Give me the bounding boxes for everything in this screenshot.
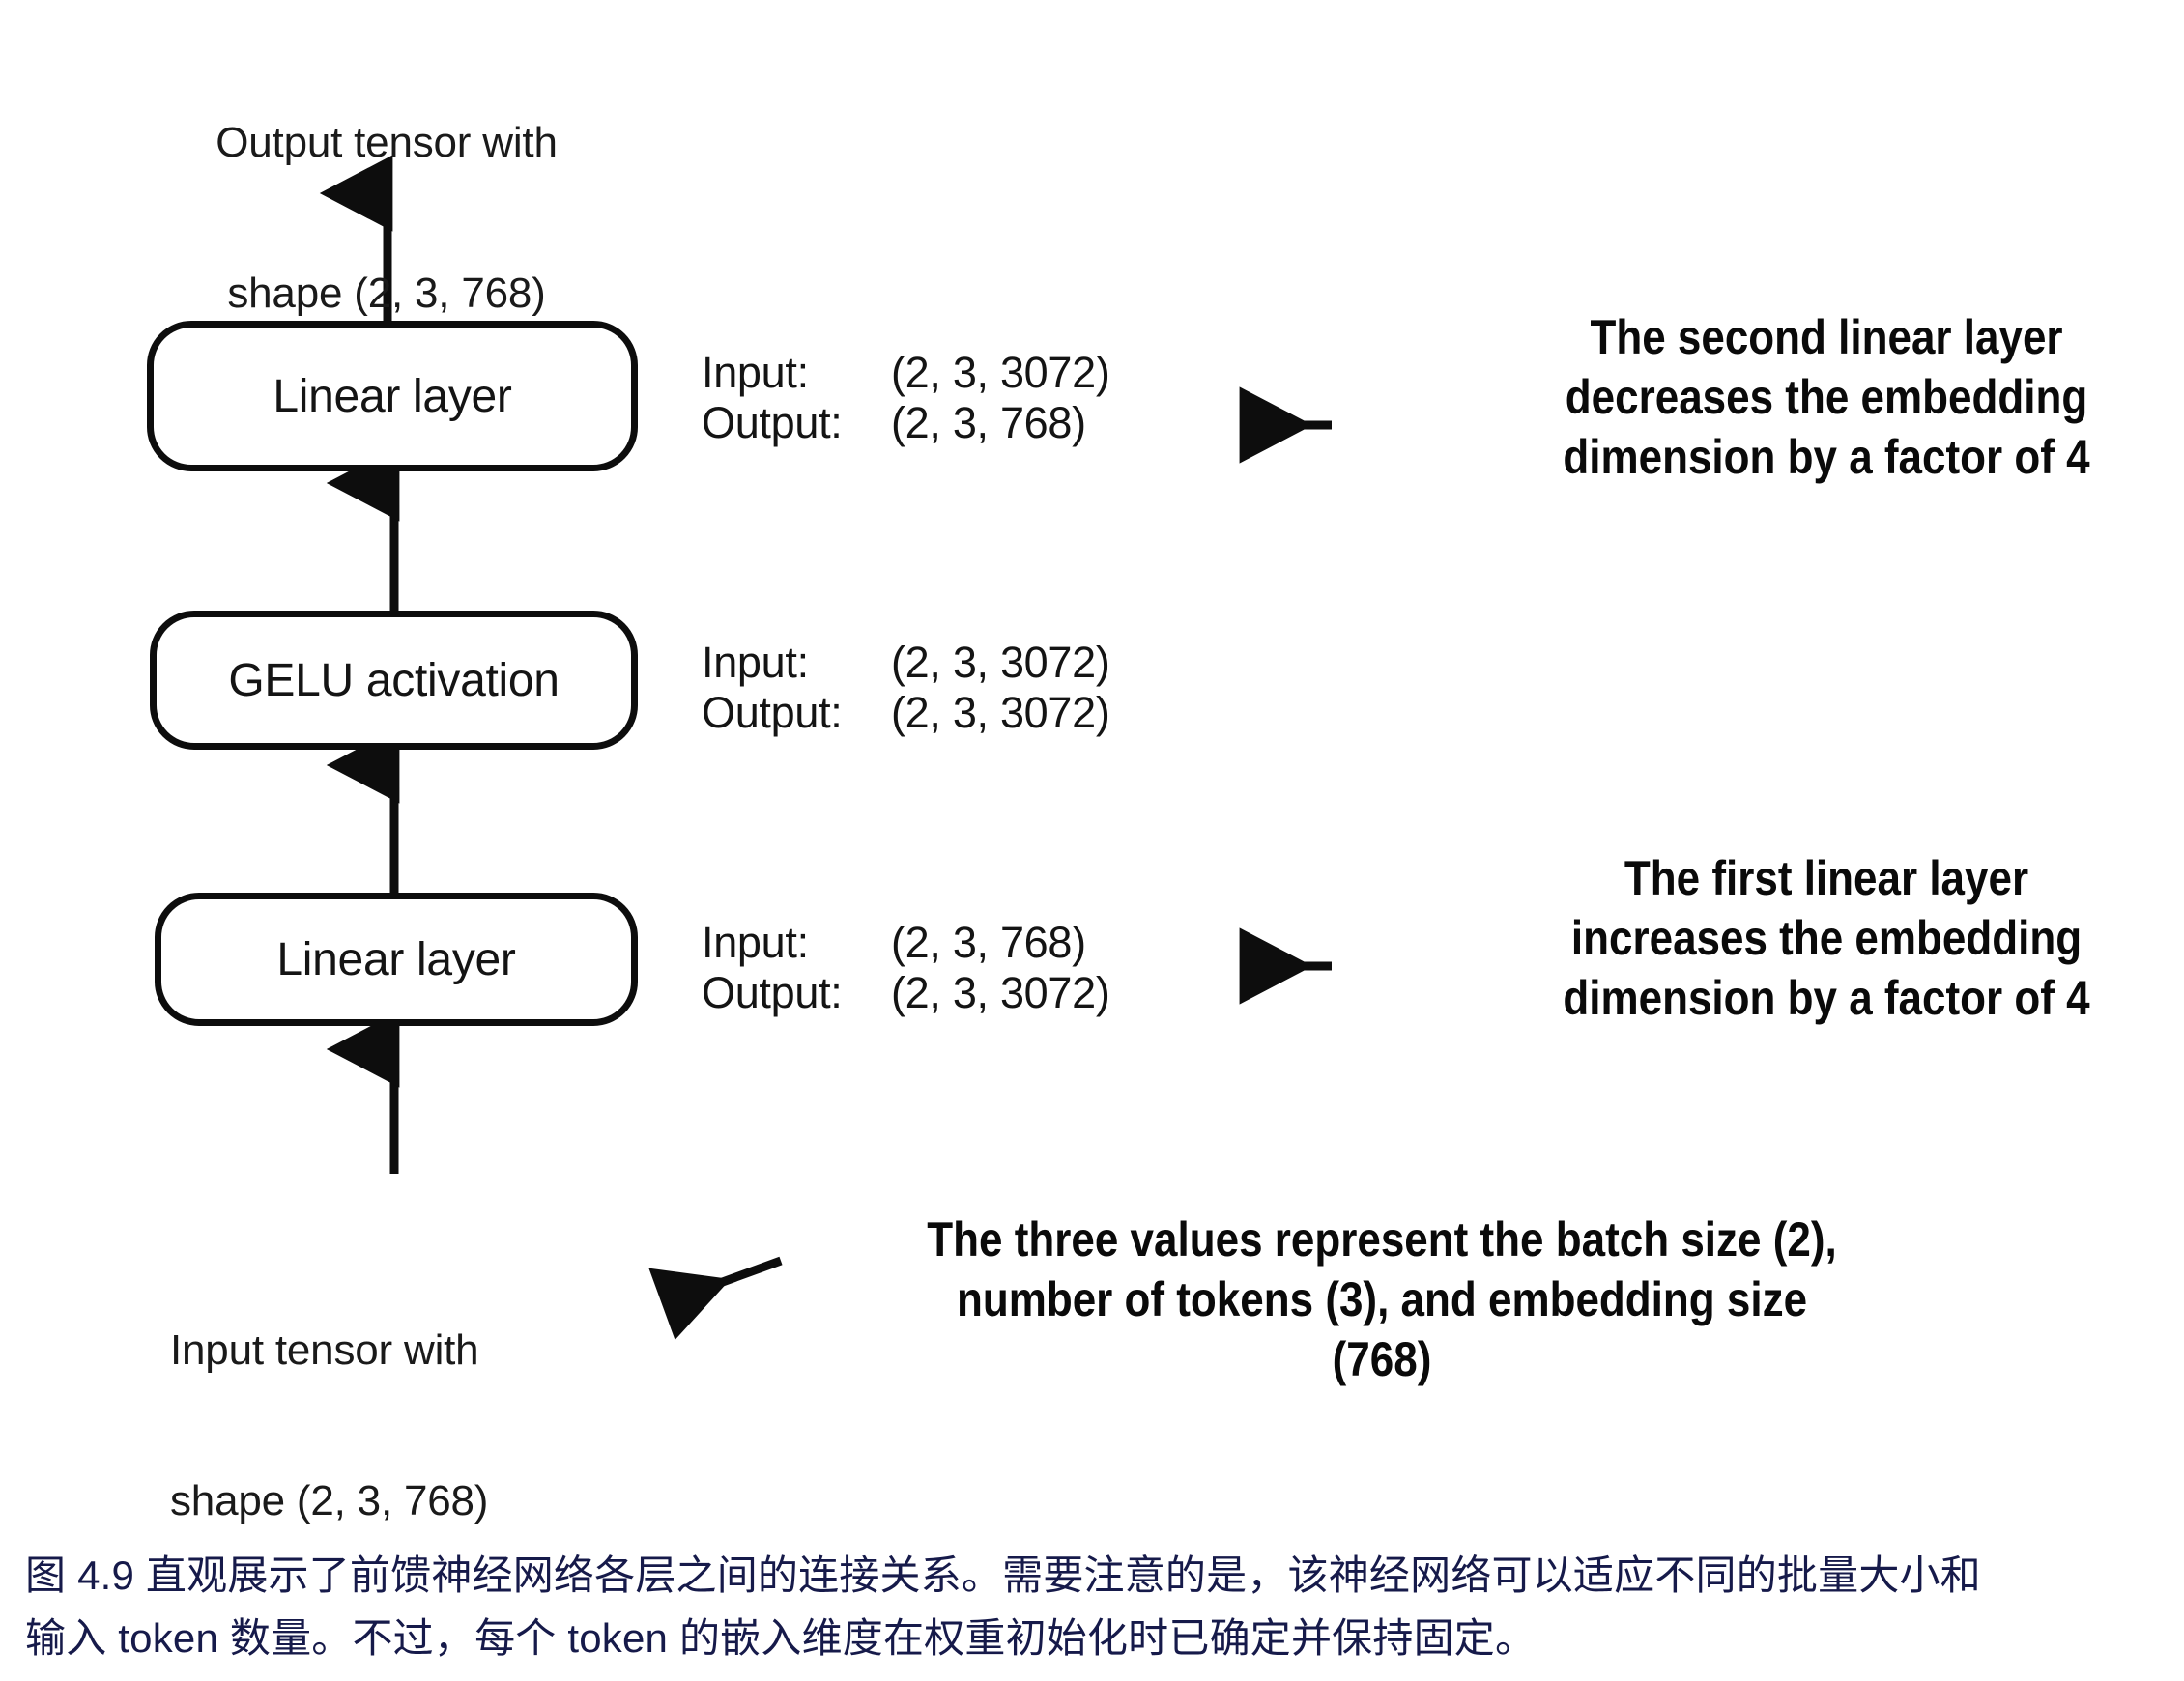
annotation-first-linear-layer: The first linear layer increases the emb… [1520,848,2133,1028]
input-tensor-label: Input tensor with shape (2, 3, 768) [170,1225,711,1626]
io-input-key: Input: [702,348,809,397]
node-linear-layer-second[interactable]: Linear layer [147,321,638,471]
output-tensor-label-line1: Output tensor with [216,118,558,166]
annotation-second-linear-layer-line3: dimension by a factor of 4 [1563,430,2090,484]
io-output-key: Output: [702,688,843,738]
io-input-value: (2, 3, 3072) [891,638,1110,687]
output-tensor-label: Output tensor with shape (2, 3, 768) [116,17,657,418]
io-row-output: Output: (2, 3, 3072) [702,688,1110,738]
io-input-value: (2, 3, 3072) [891,348,1110,397]
io-row-output: Output: (2, 3, 3072) [702,968,1110,1018]
figure-caption-line2: 输入 token 数量。不过，每个 token 的嵌入维度在权重初始化时已确定并… [25,1615,1537,1662]
io-input-value: (2, 3, 768) [891,918,1086,967]
io-output-value: (2, 3, 768) [891,398,1086,448]
node-gelu-activation-label: GELU activation [228,654,560,706]
annotation-second-linear-layer: The second linear layer decreases the em… [1520,307,2133,487]
io-spec-linear-layer-second: Input: (2, 3, 3072) Output: (2, 3, 768) [702,348,1110,448]
io-row-input: Input: (2, 3, 768) [702,918,1110,968]
annotation-three-values-line3: (768) [1332,1332,1432,1386]
annotation-three-values-line2: number of tokens (3), and embedding size [956,1272,1808,1326]
node-linear-layer-first-label: Linear layer [276,933,516,985]
node-linear-layer-second-label: Linear layer [273,370,512,422]
io-input-key: Input: [702,638,809,687]
figure-caption-line1: 图 4.9 直观展示了前馈神经网络各层之间的连接关系。需要注意的是，该神经网络可… [25,1553,1981,1598]
io-row-input: Input: (2, 3, 3072) [702,638,1110,688]
output-tensor-label-line2: shape (2, 3, 768) [227,269,546,317]
io-spec-gelu-activation: Input: (2, 3, 3072) Output: (2, 3, 3072) [702,638,1110,738]
annotation-first-linear-layer-line2: increases the embedding [1570,911,2083,965]
annotation-first-linear-layer-line3: dimension by a factor of 4 [1563,971,2090,1025]
annotation-first-linear-layer-line1: The first linear layer [1624,851,2029,905]
io-row-input: Input: (2, 3, 3072) [702,348,1110,398]
annotation-second-linear-layer-line1: The second linear layer [1590,310,2063,364]
annotation-second-linear-layer-line2: decreases the embedding [1565,370,2088,424]
annotation-three-values-line1: The three values represent the batch siz… [927,1212,1837,1267]
io-output-value: (2, 3, 3072) [891,968,1110,1018]
annotation-three-values: The three values represent the batch siz… [880,1210,1883,1389]
input-tensor-label-line1: Input tensor with [170,1325,479,1374]
node-gelu-activation[interactable]: GELU activation [150,611,638,750]
figure-caption: 图 4.9 直观展示了前馈神经网络各层之间的连接关系。需要注意的是，该神经网络可… [25,1544,2161,1669]
io-spec-linear-layer-first: Input: (2, 3, 768) Output: (2, 3, 3072) [702,918,1110,1018]
io-output-key: Output: [702,968,843,1018]
node-linear-layer-first[interactable]: Linear layer [155,893,638,1026]
input-tensor-label-line2: shape (2, 3, 768) [170,1476,489,1524]
io-row-output: Output: (2, 3, 768) [702,398,1110,448]
io-output-value: (2, 3, 3072) [891,688,1110,738]
io-input-key: Input: [702,918,809,967]
io-output-key: Output: [702,398,843,448]
